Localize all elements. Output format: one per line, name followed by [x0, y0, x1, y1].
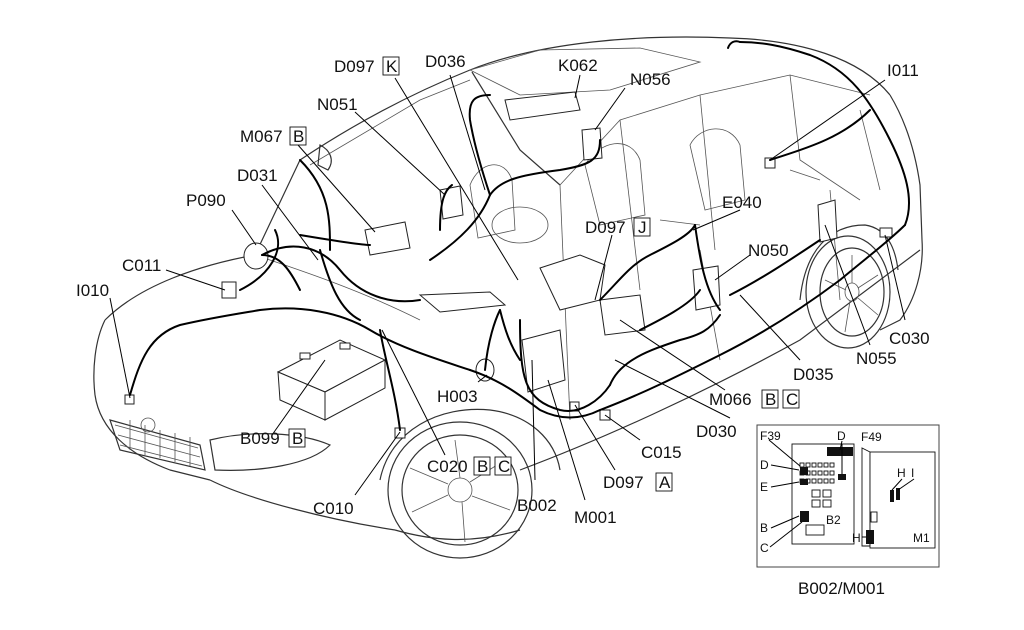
label-n056: N056	[630, 70, 671, 89]
label-d097-j-tag: J	[638, 218, 647, 237]
label-b099-tag: B	[292, 429, 303, 448]
inset-caption: B002/M001	[798, 579, 885, 598]
lead-i	[897, 478, 915, 491]
label-d097-a-tag: A	[659, 473, 671, 492]
lead-c	[769, 521, 803, 548]
inset-label-b: B	[760, 521, 768, 535]
connector-h	[890, 490, 894, 502]
label-d097-k: D097 K	[334, 56, 400, 76]
fuse-d	[800, 467, 808, 475]
label-m067-b-tag: B	[293, 127, 304, 146]
connector-i	[896, 488, 900, 500]
relay-d	[827, 447, 853, 456]
inset-label-h-top: H	[897, 466, 906, 480]
lead-e	[770, 481, 800, 488]
connector-h-bottom	[866, 530, 874, 544]
label-c015: C015	[641, 443, 682, 462]
label-b002: B002	[517, 496, 557, 515]
label-d097-j: D097 J	[585, 217, 651, 237]
component-labels: D097 K D036 K062 N056 N051 I011 M067 B D…	[76, 52, 930, 527]
label-p090: P090	[186, 191, 226, 210]
lead-d-left	[770, 464, 800, 471]
label-n051: N051	[317, 95, 358, 114]
lead-h-top	[891, 478, 903, 491]
leader-lines	[109, 74, 906, 501]
label-n055: N055	[856, 349, 897, 368]
label-i010: I010	[76, 281, 109, 300]
label-m066-code: M066	[709, 390, 752, 409]
fuse-f49	[838, 474, 846, 480]
label-d097-a: D097 A	[603, 472, 673, 492]
i011-unit	[764, 157, 776, 169]
label-i011: I011	[887, 61, 919, 80]
front-wheel	[379, 408, 561, 559]
battery	[276, 339, 387, 421]
inset-label-b2: B2	[826, 513, 841, 527]
label-k062: K062	[558, 56, 598, 75]
inset-label-h-bottom: H	[852, 531, 861, 545]
label-d036: D036	[425, 52, 466, 71]
rear-wheel	[799, 224, 899, 349]
label-m066-tag-b: B	[765, 390, 776, 409]
label-b099-b: B099 B	[240, 428, 306, 448]
car-body	[93, 36, 923, 559]
fuse-e	[800, 479, 808, 485]
label-m066-tag-c: C	[786, 390, 798, 409]
label-c030: C030	[889, 329, 930, 348]
label-d035: D035	[793, 365, 834, 384]
label-b099-code: B099	[240, 429, 280, 448]
label-c011: C011	[122, 256, 161, 275]
console	[539, 254, 606, 311]
label-n050: N050	[748, 241, 789, 260]
inset-label-i: I	[911, 466, 914, 480]
k062-unit	[504, 91, 581, 121]
label-m001: M001	[574, 508, 617, 527]
fuse-b	[800, 511, 809, 522]
label-d097-a-code: D097	[603, 473, 644, 492]
label-h003: H003	[437, 387, 478, 406]
m066-unit	[599, 294, 646, 336]
dash-panel	[418, 291, 507, 313]
lead-b	[770, 515, 800, 529]
inset-label-e: E	[760, 480, 768, 494]
lead-f39	[768, 439, 801, 467]
inset-b002-m001: F39 D F49 D E B C B2 H I H M1 B002/M001	[756, 424, 940, 598]
label-m066-b-c: M066 B C	[709, 389, 800, 409]
m1-panel	[869, 451, 936, 549]
lead-d-top	[839, 440, 843, 451]
label-d097-j-code: D097	[585, 218, 626, 237]
c030-unit	[879, 227, 893, 238]
label-e040: E040	[722, 193, 762, 212]
wiring-harness	[129, 40, 911, 431]
label-d097-k-tag: K	[386, 57, 398, 76]
n051-unit	[439, 185, 464, 220]
label-c020-tag-b: B	[477, 457, 488, 476]
inset-label-c: C	[760, 541, 769, 555]
label-d031: D031	[237, 166, 278, 185]
inset-label-f49: F49	[861, 430, 882, 444]
label-m067-b-code: M067	[240, 127, 283, 146]
label-d030: D030	[696, 422, 737, 441]
label-c020-code: C020	[427, 457, 468, 476]
label-m067-b: M067 B	[240, 126, 307, 146]
label-c010: C010	[313, 499, 354, 518]
inset-label-d-top: D	[837, 429, 846, 443]
m067-unit	[364, 221, 411, 256]
b002-unit	[521, 329, 566, 393]
label-c020-b-c: C020 B C	[427, 456, 512, 476]
label-d097-k-code: D097	[334, 57, 375, 76]
label-c020-tag-c: C	[498, 457, 510, 476]
inset-label-d-left: D	[760, 458, 769, 472]
inset-label-f39: F39	[760, 429, 781, 443]
inset-label-m1: M1	[913, 531, 930, 545]
c011-unit	[221, 281, 237, 299]
n055-unit	[817, 199, 838, 243]
